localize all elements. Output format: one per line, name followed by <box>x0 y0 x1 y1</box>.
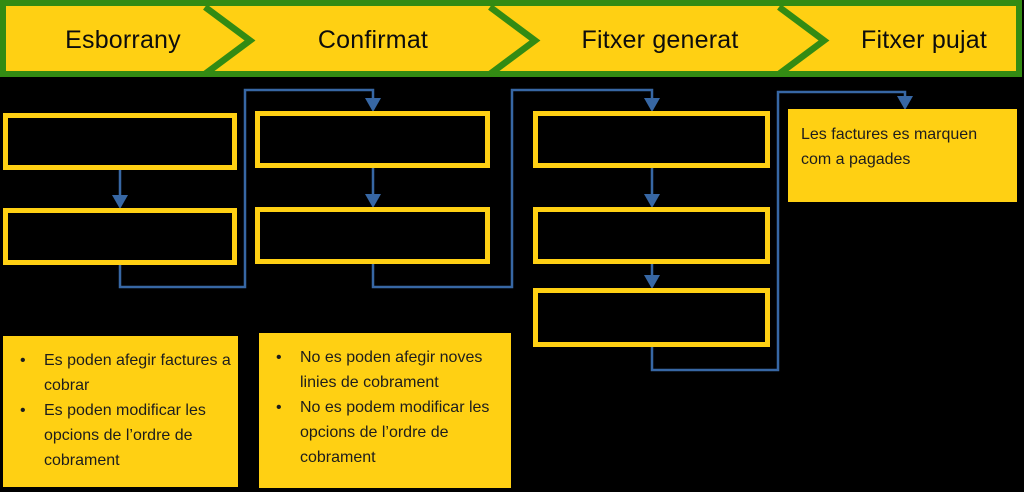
note-esborrany: Es poden afegir factures a cobrarEs pode… <box>3 336 238 487</box>
step-box-esborrany-1 <box>3 113 237 170</box>
stage-bar <box>0 0 1022 77</box>
stage-label-fitxer-generat: Fitxer generat <box>581 26 739 54</box>
bullet-item: Es poden afegir factures a cobrar <box>15 348 232 398</box>
bullet-item: No es podem modificar les opcions de l’o… <box>271 395 505 470</box>
step-box-fitxer-generat-2 <box>533 207 770 264</box>
step-box-esborrany-2 <box>3 208 237 265</box>
note-confirmat: No es poden afegir noves linies de cobra… <box>259 333 511 488</box>
esborrany-rules-list: Es poden afegir factures a cobrarEs pode… <box>3 336 238 473</box>
confirmat-rules-list: No es poden afegir noves linies de cobra… <box>259 333 511 470</box>
step-box-confirmat-1 <box>255 111 490 168</box>
stage-label-esborrany: Esborrany <box>65 26 181 54</box>
step-box-fitxer-generat-3 <box>533 288 770 347</box>
step-box-fitxer-generat-1 <box>533 111 770 168</box>
bullet-item: No es poden afegir noves linies de cobra… <box>271 345 505 395</box>
stage-divider-chevron-icons <box>203 4 830 77</box>
bullet-item: Es poden modificar les opcions de l’ordr… <box>15 398 232 473</box>
stage-label-confirmat: Confirmat <box>317 26 429 54</box>
flow-connector-lines <box>118 88 907 372</box>
stage-label-fitxer-pujat: Fitxer pujat <box>860 26 988 54</box>
flow-arrowhead-icons <box>112 96 913 289</box>
note-fitxer-pujat: Les factures es marquen com a pagades <box>788 109 1017 202</box>
step-box-confirmat-2 <box>255 207 490 264</box>
